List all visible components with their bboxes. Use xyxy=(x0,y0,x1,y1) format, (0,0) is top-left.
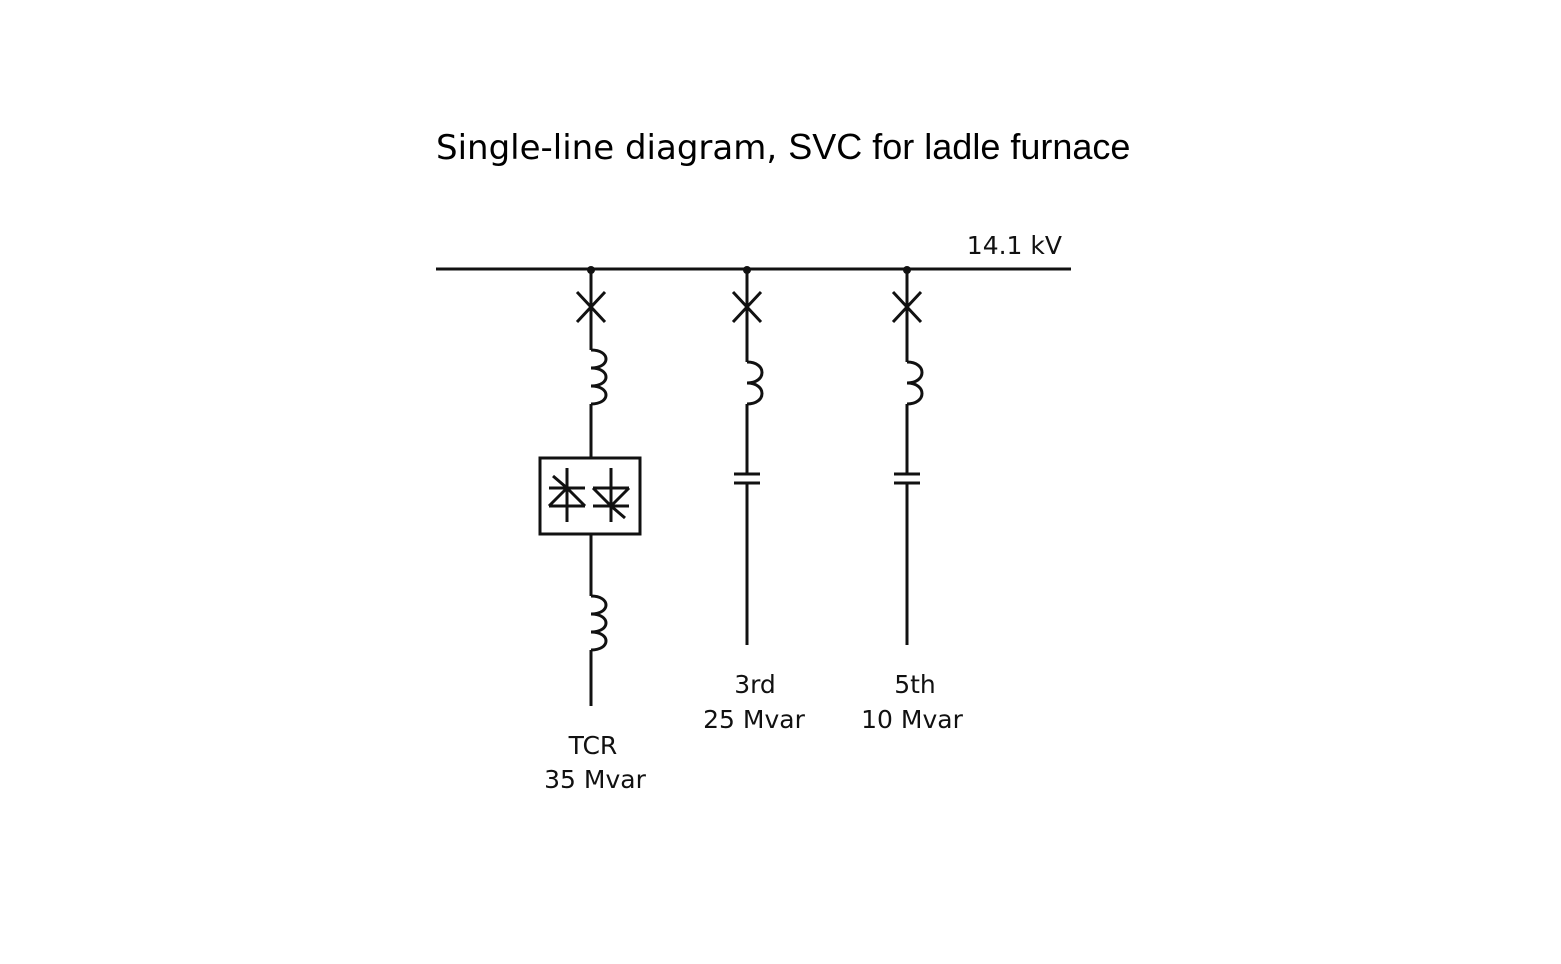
branch-rating-label: 10 Mvar xyxy=(861,705,963,734)
branch-3rd-harmonic-filter: 3rd 25 Mvar xyxy=(703,266,806,734)
reactor-icon xyxy=(906,360,924,406)
reactor-icon xyxy=(746,360,764,406)
reactor-icon xyxy=(590,594,608,652)
branch-name-label: TCR xyxy=(568,731,618,760)
circuit-breaker-icon xyxy=(891,290,923,324)
title-bold-part: Single-line diagram, xyxy=(436,128,777,168)
reactor-icon xyxy=(590,348,608,406)
branch-rating-label: 35 Mvar xyxy=(544,765,646,794)
thyristor-valve-icon xyxy=(538,456,642,536)
branch-tcr: TCR 35 Mvar xyxy=(538,266,647,794)
circuit-breaker-icon xyxy=(731,290,763,324)
branch-name-label: 3rd xyxy=(734,670,776,699)
branch-5th-harmonic-filter: 5th 10 Mvar xyxy=(861,266,964,734)
capacitor-icon xyxy=(894,472,920,485)
title-regular-part: SVC for ladle furnace xyxy=(788,126,1130,167)
capacitor-icon xyxy=(734,472,760,485)
diagram-title: Single-line diagram, SVC for ladle furna… xyxy=(436,126,1130,168)
busbar-voltage-label: 14.1 kV xyxy=(967,231,1062,260)
branch-name-label: 5th xyxy=(894,670,936,699)
circuit-breaker-icon xyxy=(575,290,607,324)
branch-rating-label: 25 Mvar xyxy=(703,705,805,734)
